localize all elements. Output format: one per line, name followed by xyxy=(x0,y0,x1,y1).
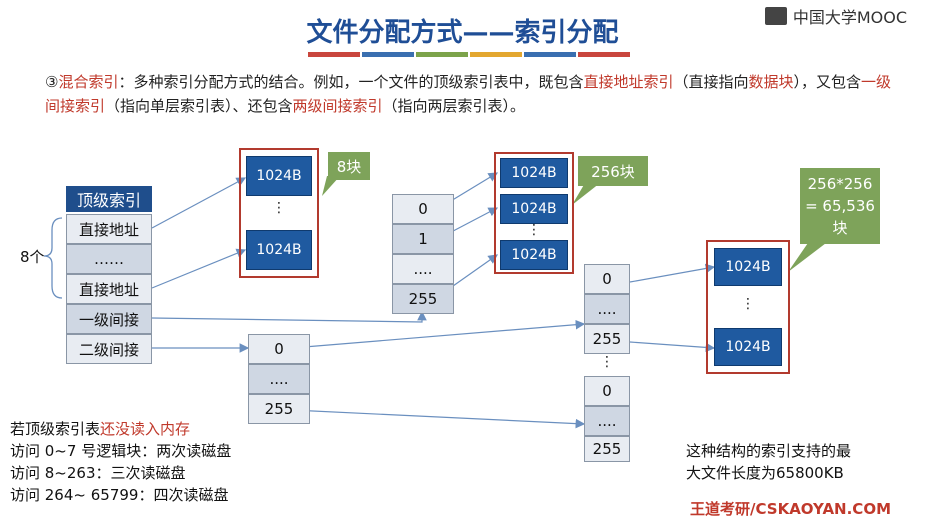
data-block: 1024B xyxy=(246,156,312,196)
slide-title: 文件分配方式——索引分配 xyxy=(306,18,619,48)
title-bar-segment xyxy=(416,52,468,57)
top-index-header: 顶级索引 xyxy=(66,186,152,212)
term-level2-index: 两级间接索引 xyxy=(292,97,383,115)
direct-blocks-frame xyxy=(239,148,319,278)
mooc-logo-text: 中国大学MOOC xyxy=(792,8,907,27)
term-mixed-index: 混合索引 xyxy=(58,73,119,91)
l1-index-row: 1 xyxy=(392,224,454,254)
arrow-sub1-255 xyxy=(629,341,716,353)
ellipsis: ⋮ xyxy=(741,296,755,312)
l1-index-row: .... xyxy=(392,254,454,284)
data-block: 1024B xyxy=(500,194,568,224)
note-line: 访问 264~ 65799：四次读磁盘 xyxy=(10,486,229,504)
callout-tail xyxy=(572,183,600,205)
notes: 若顶级索引表还没读入内存 访问 0~7 号逻辑块：两次读磁盘 访问 8~263：… xyxy=(10,418,231,506)
term-level1-index: 一级间接索引 xyxy=(45,73,892,115)
arrow-direct-last xyxy=(151,248,247,289)
l2-index-row: 0 xyxy=(248,334,310,364)
desc-text: （指向两层索引表）。 xyxy=(382,97,526,115)
ellipsis: ⋮ xyxy=(272,200,286,216)
desc-text: （直接指向 xyxy=(673,73,749,91)
top-index-row: 二级间接 xyxy=(66,334,152,364)
brace-8 xyxy=(43,217,63,299)
description: ③混合索引：多种索引分配方式的结合。例如，一个文件的顶级索引表中，既包含直接地址… xyxy=(45,70,905,118)
note-highlight: 还没读入内存 xyxy=(100,420,191,438)
note-line: 访问 0~7 号逻辑块：两次读磁盘 xyxy=(10,442,232,460)
count-label: 8个 xyxy=(20,248,45,266)
l1-index-row: 255 xyxy=(392,284,454,314)
l1-index-row: 0 xyxy=(392,194,454,224)
max-file-line: 这种结构的索引支持的最 xyxy=(686,442,852,460)
l2-sub2-row: 255 xyxy=(584,436,630,462)
note-line: 访问 8~263：三次读磁盘 xyxy=(10,464,186,482)
title-bar-segment xyxy=(578,52,630,57)
top-index-row: 一级间接 xyxy=(66,304,152,334)
data-block: 1024B xyxy=(246,230,312,270)
arrow-l2-0 xyxy=(291,319,586,349)
note-text: 若顶级索引表 xyxy=(10,420,101,438)
max-file-note: 这种结构的索引支持的最 大文件长度为65800KB xyxy=(686,440,851,484)
data-block: 1024B xyxy=(714,248,782,286)
desc-text: （指向单层索引表）、还包含 xyxy=(105,97,293,115)
top-index-row: …… xyxy=(66,244,152,274)
ellipsis: ⋮ xyxy=(600,354,614,370)
ellipsis: ⋮ xyxy=(527,222,541,238)
footer-brand: 王道考研/CSKAOYAN.COM xyxy=(690,500,891,518)
callout-tail xyxy=(788,240,830,272)
desc-text: ），又包含 xyxy=(793,73,862,91)
desc-text: ③ xyxy=(45,73,59,91)
l2-sub1-row: .... xyxy=(584,294,630,324)
title-bar-segment xyxy=(470,52,522,57)
title-bar-segment xyxy=(524,52,576,57)
term-direct-index: 直接地址索引 xyxy=(583,73,674,91)
l2-blocks-frame xyxy=(706,240,790,374)
arrow-sub1-0 xyxy=(629,263,716,283)
l2-sub2-row: .... xyxy=(584,406,630,436)
mooc-logo-icon xyxy=(764,7,787,25)
top-index-row: 直接地址 xyxy=(66,214,152,244)
arrow-level1 xyxy=(151,310,427,323)
l2-sub2-row: 0 xyxy=(584,376,630,406)
title-bar-segment xyxy=(308,52,360,57)
l2-sub1-row: 0 xyxy=(584,264,630,294)
max-file-line: 大文件长度为65800KB xyxy=(686,464,844,482)
arrow-direct-first xyxy=(151,177,247,229)
callout-256-blocks: 256块 xyxy=(578,156,648,186)
data-block: 1024B xyxy=(714,328,782,366)
note-line: 若顶级索引表还没读入内存 xyxy=(10,418,231,440)
top-index-row: 直接地址 xyxy=(66,274,152,304)
arrow-l2-255 xyxy=(291,409,586,429)
mooc-logo: 中国大学MOOC xyxy=(764,4,907,28)
l1-blocks-frame xyxy=(494,152,574,274)
callout-65536-blocks: 256*256 = 65,536 块 xyxy=(800,168,880,244)
desc-text: ：多种索引分配方式的结合。例如，一个文件的顶级索引表中，既包含 xyxy=(118,73,584,91)
data-block: 1024B xyxy=(500,158,568,188)
data-block: 1024B xyxy=(500,240,568,270)
term-data-block: 数据块 xyxy=(748,73,794,91)
l2-index-row: .... xyxy=(248,364,310,394)
l2-index-row: 255 xyxy=(248,394,310,424)
title-bar-segment xyxy=(362,52,414,57)
callout-8-blocks: 8块 xyxy=(328,152,370,180)
callout-tail xyxy=(322,176,340,196)
l2-sub1-row: 255 xyxy=(584,324,630,354)
